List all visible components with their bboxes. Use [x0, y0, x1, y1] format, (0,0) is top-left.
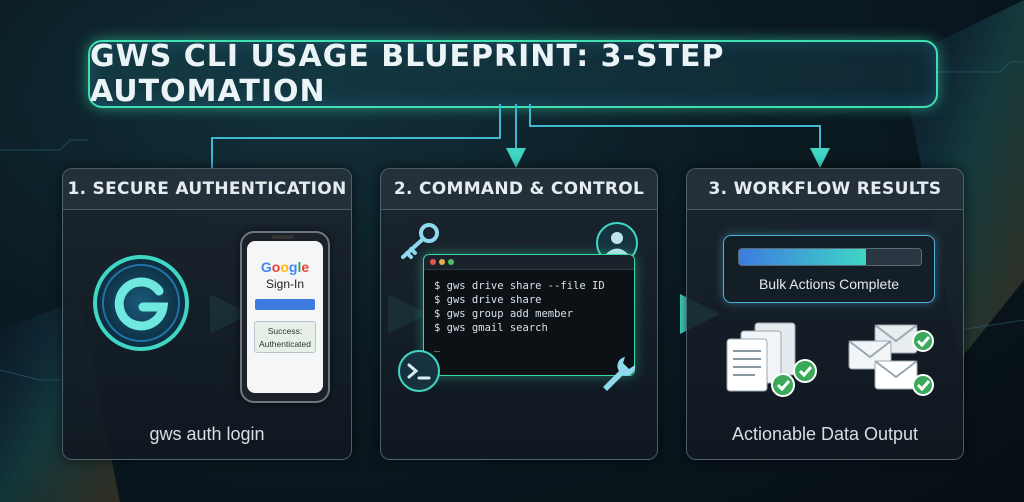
- google-brand-text: Google: [260, 259, 310, 275]
- phone-notch: [272, 235, 294, 239]
- minimize-dot-icon[interactable]: [439, 259, 445, 265]
- progress-bar: [738, 248, 922, 266]
- terminal-line: $ gws gmail search: [434, 322, 548, 334]
- close-dot-icon[interactable]: [430, 259, 436, 265]
- step-1-header: 1. SECURE AUTHENTICATION: [63, 169, 351, 210]
- page-title: GWS CLI USAGE BLUEPRINT: 3-STEP AUTOMATI…: [90, 39, 725, 109]
- auth-status-line-2: Authenticated: [259, 339, 311, 349]
- progress-bar-fill: [739, 249, 867, 265]
- auth-status-box: Success: Authenticated: [254, 321, 316, 353]
- auth-status-line-1: Success:: [267, 326, 303, 336]
- terminal-line: $ gws group add member: [434, 308, 574, 320]
- maximize-dot-icon[interactable]: [448, 259, 454, 265]
- step-2-panel: 2. COMMAND & CONTROL $ gws drive share -…: [380, 168, 658, 460]
- signin-button[interactable]: [255, 299, 315, 310]
- terminal-line: $ gws drive share: [434, 294, 542, 306]
- step-3-footer: Actionable Data Output: [731, 424, 919, 444]
- step-1-panel: 1. SECURE AUTHENTICATION Google Sign-In …: [62, 168, 352, 460]
- terminal-titlebar: [424, 255, 634, 270]
- step-1-footer: gws auth login: [149, 424, 265, 444]
- key-icon: [401, 223, 439, 259]
- signin-heading: Sign-In: [265, 277, 305, 291]
- terminal-output: $ gws drive share --file ID $ gws drive s…: [434, 279, 605, 335]
- terminal-line: $ gws drive share --file ID: [434, 280, 605, 292]
- emails-check-icon: [848, 324, 934, 396]
- title-banner: GWS CLI USAGE BLUEPRINT: 3-STEP AUTOMATI…: [88, 39, 938, 109]
- google-g-logo-icon: [93, 255, 189, 351]
- step-3-header: 3. WORKFLOW RESULTS: [687, 169, 963, 210]
- title-to-panels-lines: [211, 104, 830, 168]
- terminal-prompt-icon: [398, 350, 440, 392]
- step-2-header: 2. COMMAND & CONTROL: [381, 169, 657, 210]
- user-icon: [596, 222, 638, 264]
- terminal-cursor: _: [434, 341, 441, 352]
- documents-check-icon: [726, 322, 817, 397]
- phone-mockup: Google Sign-In Success: Authenticated: [240, 231, 330, 403]
- phone-screen: Google Sign-In Success: Authenticated: [247, 241, 323, 393]
- wrench-icon: [603, 357, 636, 391]
- bulk-actions-card: Bulk Actions Complete: [723, 235, 935, 303]
- terminal-window: $ gws drive share --file ID $ gws drive s…: [423, 254, 635, 376]
- progress-label: Bulk Actions Complete: [758, 276, 900, 292]
- step-3-panel: 3. WORKFLOW RESULTS Bulk Actions Complet…: [686, 168, 964, 460]
